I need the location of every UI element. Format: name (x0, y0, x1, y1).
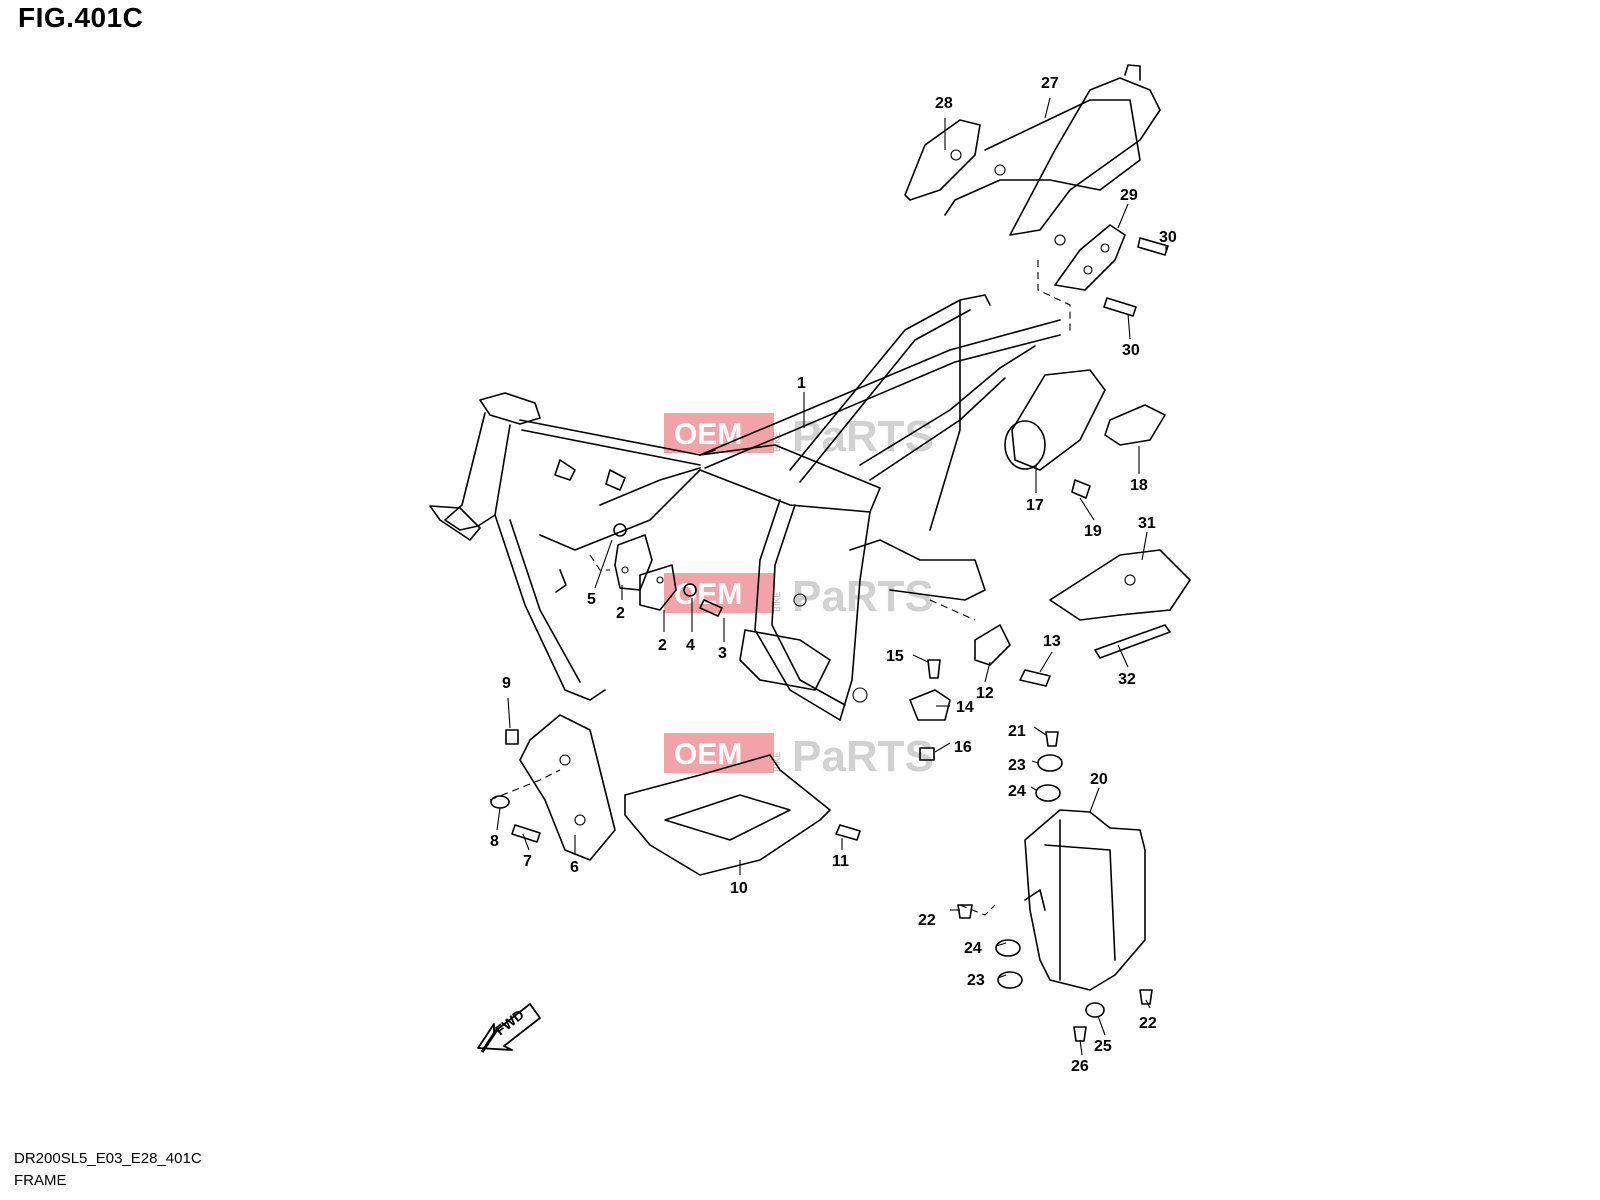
callout-30a: 30 (1159, 229, 1177, 246)
callout-12: 12 (976, 685, 994, 702)
svg-text:OEM: OEM (674, 418, 742, 451)
rear-subframe (944, 64, 1161, 246)
model-code: DR200SL5_E03_E28_401C (14, 1150, 202, 1167)
rear-plates (904, 119, 1126, 291)
leader-lines (496, 97, 1167, 1056)
cushions-and-bolts (909, 624, 1051, 761)
callout-15: 15 (886, 648, 904, 665)
callout-1: 1 (797, 375, 806, 392)
callout-23b: 23 (967, 972, 985, 989)
callout-24b: 24 (964, 940, 982, 957)
main-frame (429, 294, 1061, 721)
callout-16: 16 (954, 739, 972, 756)
callout-24a: 24 (1008, 783, 1026, 800)
callout-25: 25 (1094, 1038, 1112, 1055)
callout-9: 9 (502, 675, 511, 692)
bolts-30 (1103, 237, 1169, 317)
svg-text:PaRTS: PaRTS (792, 412, 934, 461)
alignment-lines (489, 260, 1071, 916)
svg-text:BIKE: BIKE (772, 431, 782, 452)
watermark-bottom: OEM BIKE PaRTS (664, 732, 934, 781)
callout-5: 5 (587, 591, 596, 608)
callout-27: 27 (1041, 75, 1059, 92)
svg-text:PaRTS: PaRTS (792, 732, 934, 781)
callout-23a: 23 (1008, 757, 1026, 774)
svg-text:BIKE: BIKE (772, 751, 782, 772)
callout-2a: 2 (616, 605, 625, 622)
figure-title: FIG.401C (18, 2, 144, 33)
tray-and-rod (1049, 549, 1191, 659)
callout-18: 18 (1130, 477, 1148, 494)
fwd-arrow-icon: FWD (477, 1003, 541, 1053)
callout-11: 11 (832, 853, 849, 870)
lower-bracket-left (490, 714, 616, 861)
callout-10: 10 (730, 880, 748, 897)
callout-6: 6 (570, 859, 579, 876)
section-name: FRAME (14, 1172, 67, 1189)
callout-28: 28 (935, 95, 953, 112)
callout-29: 29 (1120, 187, 1138, 204)
callout-21: 21 (1008, 723, 1026, 740)
callout-13: 13 (1043, 633, 1061, 650)
callout-30b: 30 (1122, 342, 1140, 359)
watermark-middle: OEM BIKE PaRTS (664, 572, 934, 621)
callout-3: 3 (718, 645, 727, 662)
callout-4: 4 (686, 637, 695, 654)
svg-text:OEM: OEM (674, 578, 742, 611)
callout-22a: 22 (918, 912, 936, 929)
callout-7: 7 (523, 853, 532, 870)
callout-19: 19 (1084, 523, 1102, 540)
callout-22b: 22 (1139, 1015, 1157, 1032)
callout-17: 17 (1026, 497, 1044, 514)
callout-8: 8 (490, 833, 499, 850)
svg-text:BIKE: BIKE (772, 591, 782, 612)
callout-14: 14 (956, 699, 974, 716)
callout-32: 32 (1118, 671, 1136, 688)
callout-20: 20 (1090, 771, 1108, 788)
canister (1004, 369, 1166, 499)
callout-labels: 1 2 2 3 4 5 6 7 8 9 10 11 12 13 14 15 16… (490, 75, 1177, 1075)
skid-plate (624, 754, 861, 876)
engine-mount-brackets (613, 523, 723, 617)
callout-31: 31 (1138, 515, 1156, 532)
battery-case (957, 731, 1153, 1042)
callout-26: 26 (1071, 1058, 1089, 1075)
callout-2b: 2 (658, 637, 667, 654)
svg-text:PaRTS: PaRTS (792, 572, 934, 621)
